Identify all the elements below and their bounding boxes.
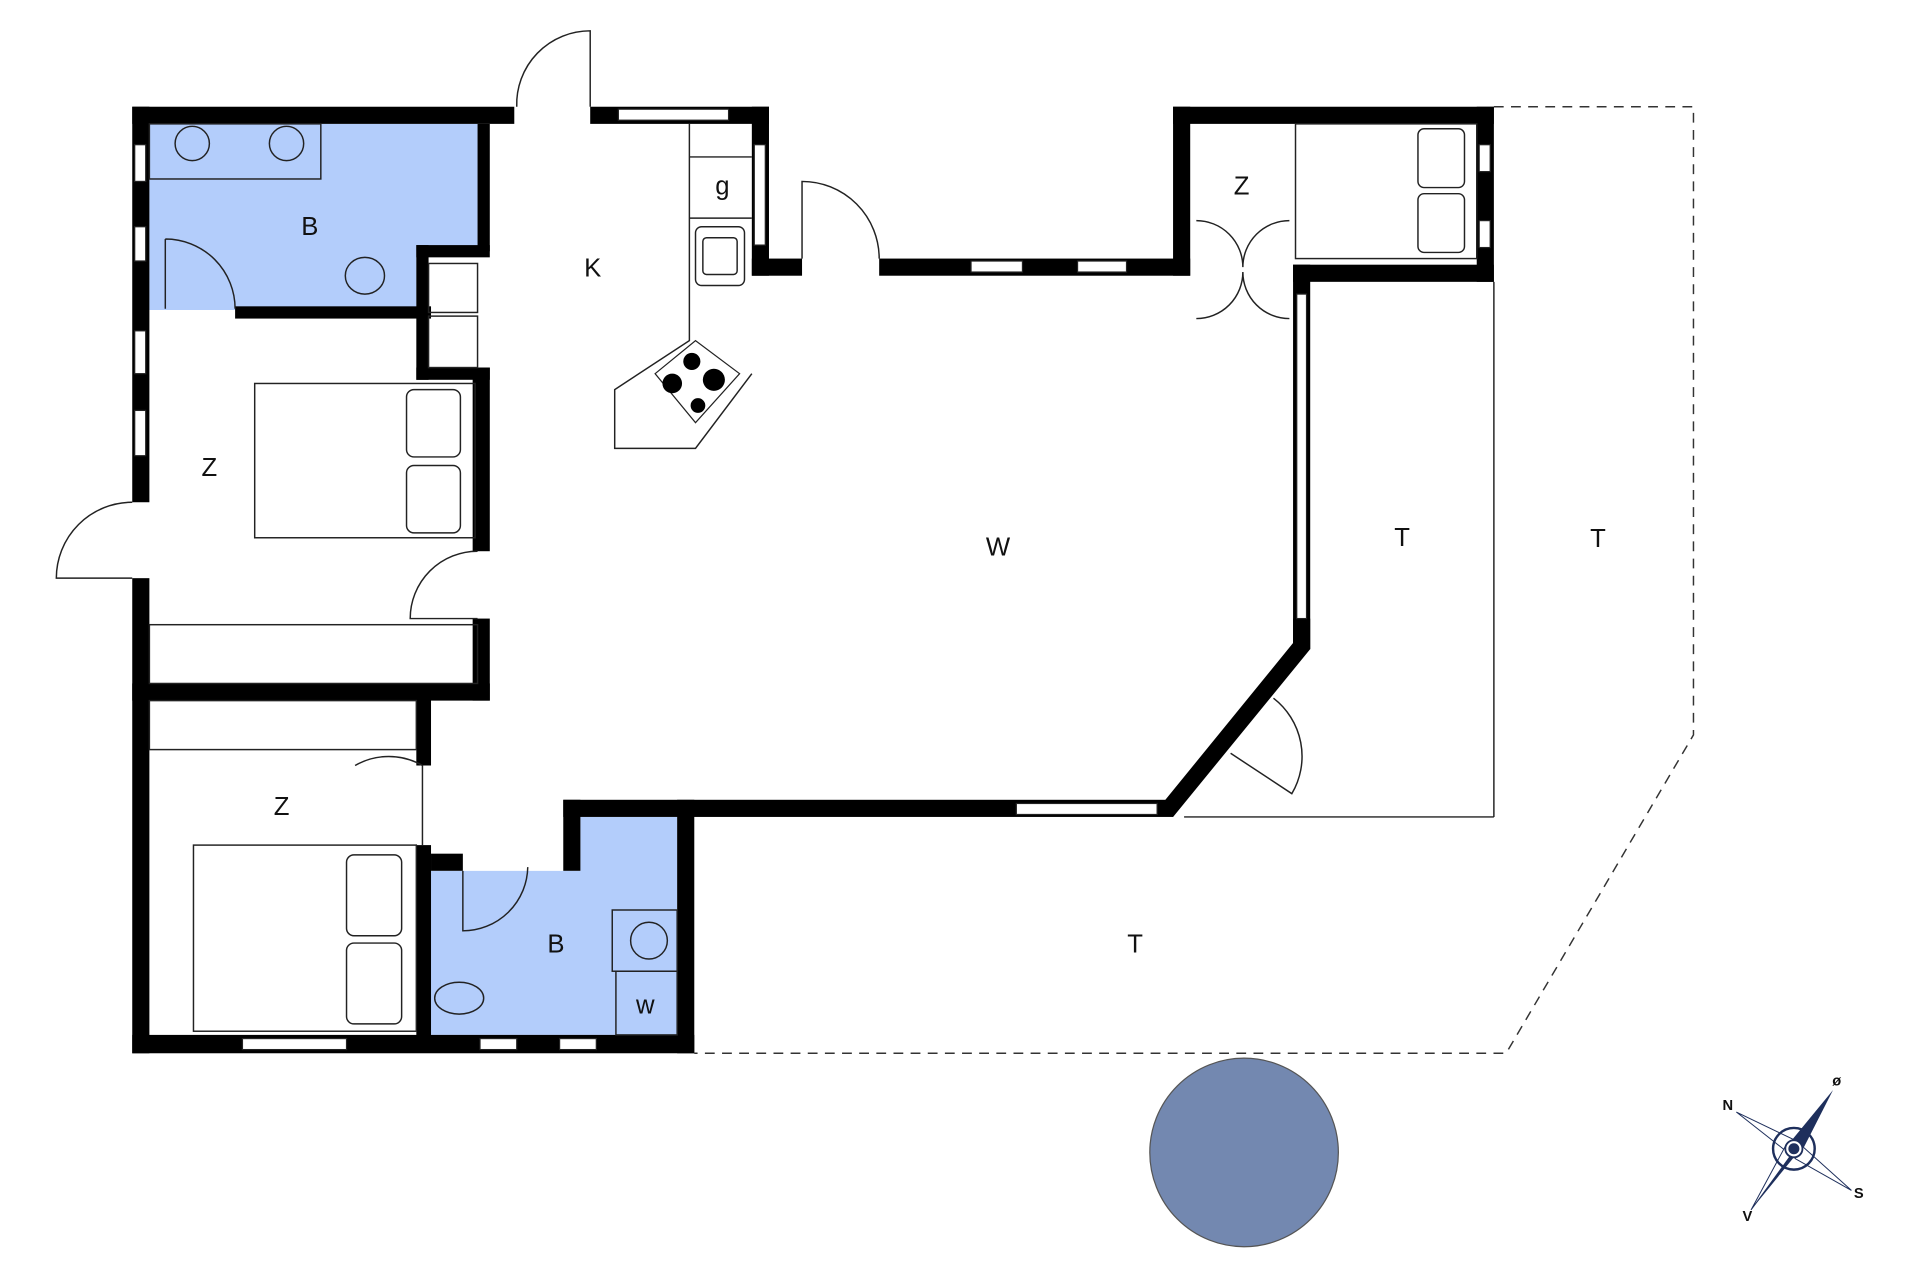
room-label-bedroom-top-right: Z [1234, 172, 1250, 200]
bathroom-top-fill [149, 123, 478, 310]
compass-rose-icon: N ø S V [1722, 1073, 1863, 1225]
room-label-terrace-outer: T [1590, 525, 1606, 553]
sink-icon [694, 225, 746, 287]
pool [1149, 1057, 1339, 1248]
room-label-fridge: g [715, 172, 729, 200]
room-label-bedroom-left: Z [202, 454, 218, 482]
furniture [148, 123, 1478, 1036]
bed-top-right [1294, 123, 1478, 260]
stove-icon [654, 339, 741, 424]
room-label-kitchen: K [584, 254, 601, 282]
compass-west: V [1742, 1209, 1752, 1225]
room-label-bedroom-bottom: Z [274, 793, 290, 821]
double-bed-bottom [192, 844, 418, 1032]
room-label-washer: w [635, 992, 655, 1020]
doors [55, 30, 1303, 932]
room-label-living: W [986, 534, 1011, 562]
compass-south: S [1854, 1186, 1864, 1202]
terrace-outline [694, 105, 1695, 1054]
room-label-bath-bottom: B [547, 930, 564, 958]
compass-north: N [1722, 1098, 1733, 1114]
double-bed-left [253, 382, 476, 539]
room-label-bath-top: B [301, 213, 318, 241]
room-label-terrace-inner: T [1394, 524, 1410, 552]
windows [134, 108, 1491, 1051]
room-label-terrace-bottom: T [1127, 930, 1143, 958]
compass-east: ø [1832, 1073, 1841, 1089]
